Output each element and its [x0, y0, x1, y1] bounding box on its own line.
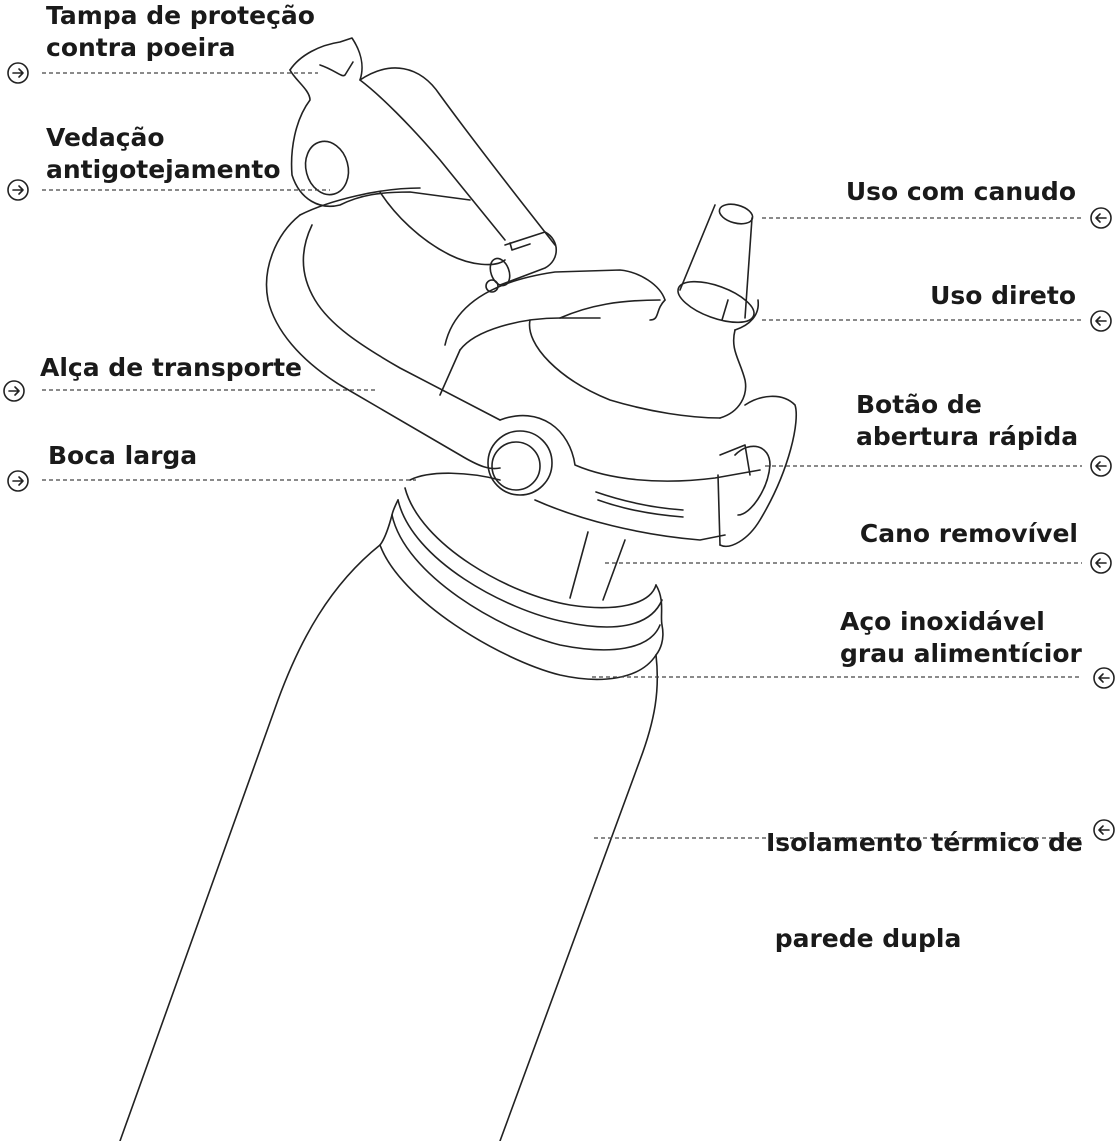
label-anti-drip-line1: Vedação	[46, 123, 165, 152]
arrow-right-circle-icon	[7, 470, 29, 492]
label-removable-tube: Cano removível	[860, 518, 1078, 550]
label-quick-button-line2: abertura rápida	[856, 422, 1079, 451]
arrow-right-circle-icon	[7, 179, 29, 201]
label-wide-mouth: Boca larga	[48, 440, 197, 472]
label-quick-button-line1: Botão de	[856, 390, 982, 419]
label-wide-mouth-line1: Boca larga	[48, 441, 198, 470]
bottle-body	[119, 544, 659, 1141]
label-steel-line1: Aço inoxidável	[840, 607, 1045, 636]
arrow-left-circle-icon	[1090, 310, 1112, 332]
label-insulation-line1: Isolamento térmico de	[766, 828, 1083, 857]
label-straw-use-line1: Uso com canudo	[845, 177, 1076, 206]
arrow-left-circle-icon	[1093, 667, 1115, 689]
arrow-left-circle-icon	[1090, 552, 1112, 574]
label-handle: Alça de transporte	[40, 352, 302, 384]
label-insulation: Isolamento térmico de parede dupla	[766, 763, 1083, 987]
label-anti-drip-line2: antigotejamento	[46, 155, 281, 184]
removable-tube	[569, 531, 626, 601]
label-removable-tube-line1: Cano removível	[859, 519, 1078, 548]
bottle-neck-threads	[379, 472, 664, 681]
leader-lines	[42, 72, 1082, 839]
label-direct-use: Uso direto	[930, 280, 1076, 312]
arrow-right-circle-icon	[7, 62, 29, 84]
label-insulation-line2: parede dupla	[766, 924, 962, 953]
label-steel-line2: grau alimentícior	[840, 639, 1082, 668]
label-quick-button: Botão de abertura rápida	[856, 389, 1078, 453]
label-dust-cap-line2: contra poeira	[46, 33, 236, 62]
arrow-left-circle-icon	[1093, 819, 1115, 841]
label-direct-use-line1: Uso direto	[930, 281, 1076, 310]
label-anti-drip: Vedação antigotejamento	[46, 122, 281, 186]
label-dust-cap: Tampa de proteção contra poeira	[46, 0, 315, 64]
arrow-left-circle-icon	[1090, 455, 1112, 477]
label-straw-use: Uso com canudo	[846, 176, 1076, 208]
right-markers	[1090, 207, 1115, 841]
label-dust-cap-line1: Tampa de proteção	[46, 1, 315, 30]
label-steel: Aço inoxidável grau alimentícior	[840, 606, 1082, 670]
label-handle-line1: Alça de transporte	[40, 353, 302, 382]
arrow-left-circle-icon	[1090, 207, 1112, 229]
left-markers	[3, 62, 29, 492]
arrow-right-circle-icon	[3, 380, 25, 402]
lid-assembly	[265, 37, 798, 547]
